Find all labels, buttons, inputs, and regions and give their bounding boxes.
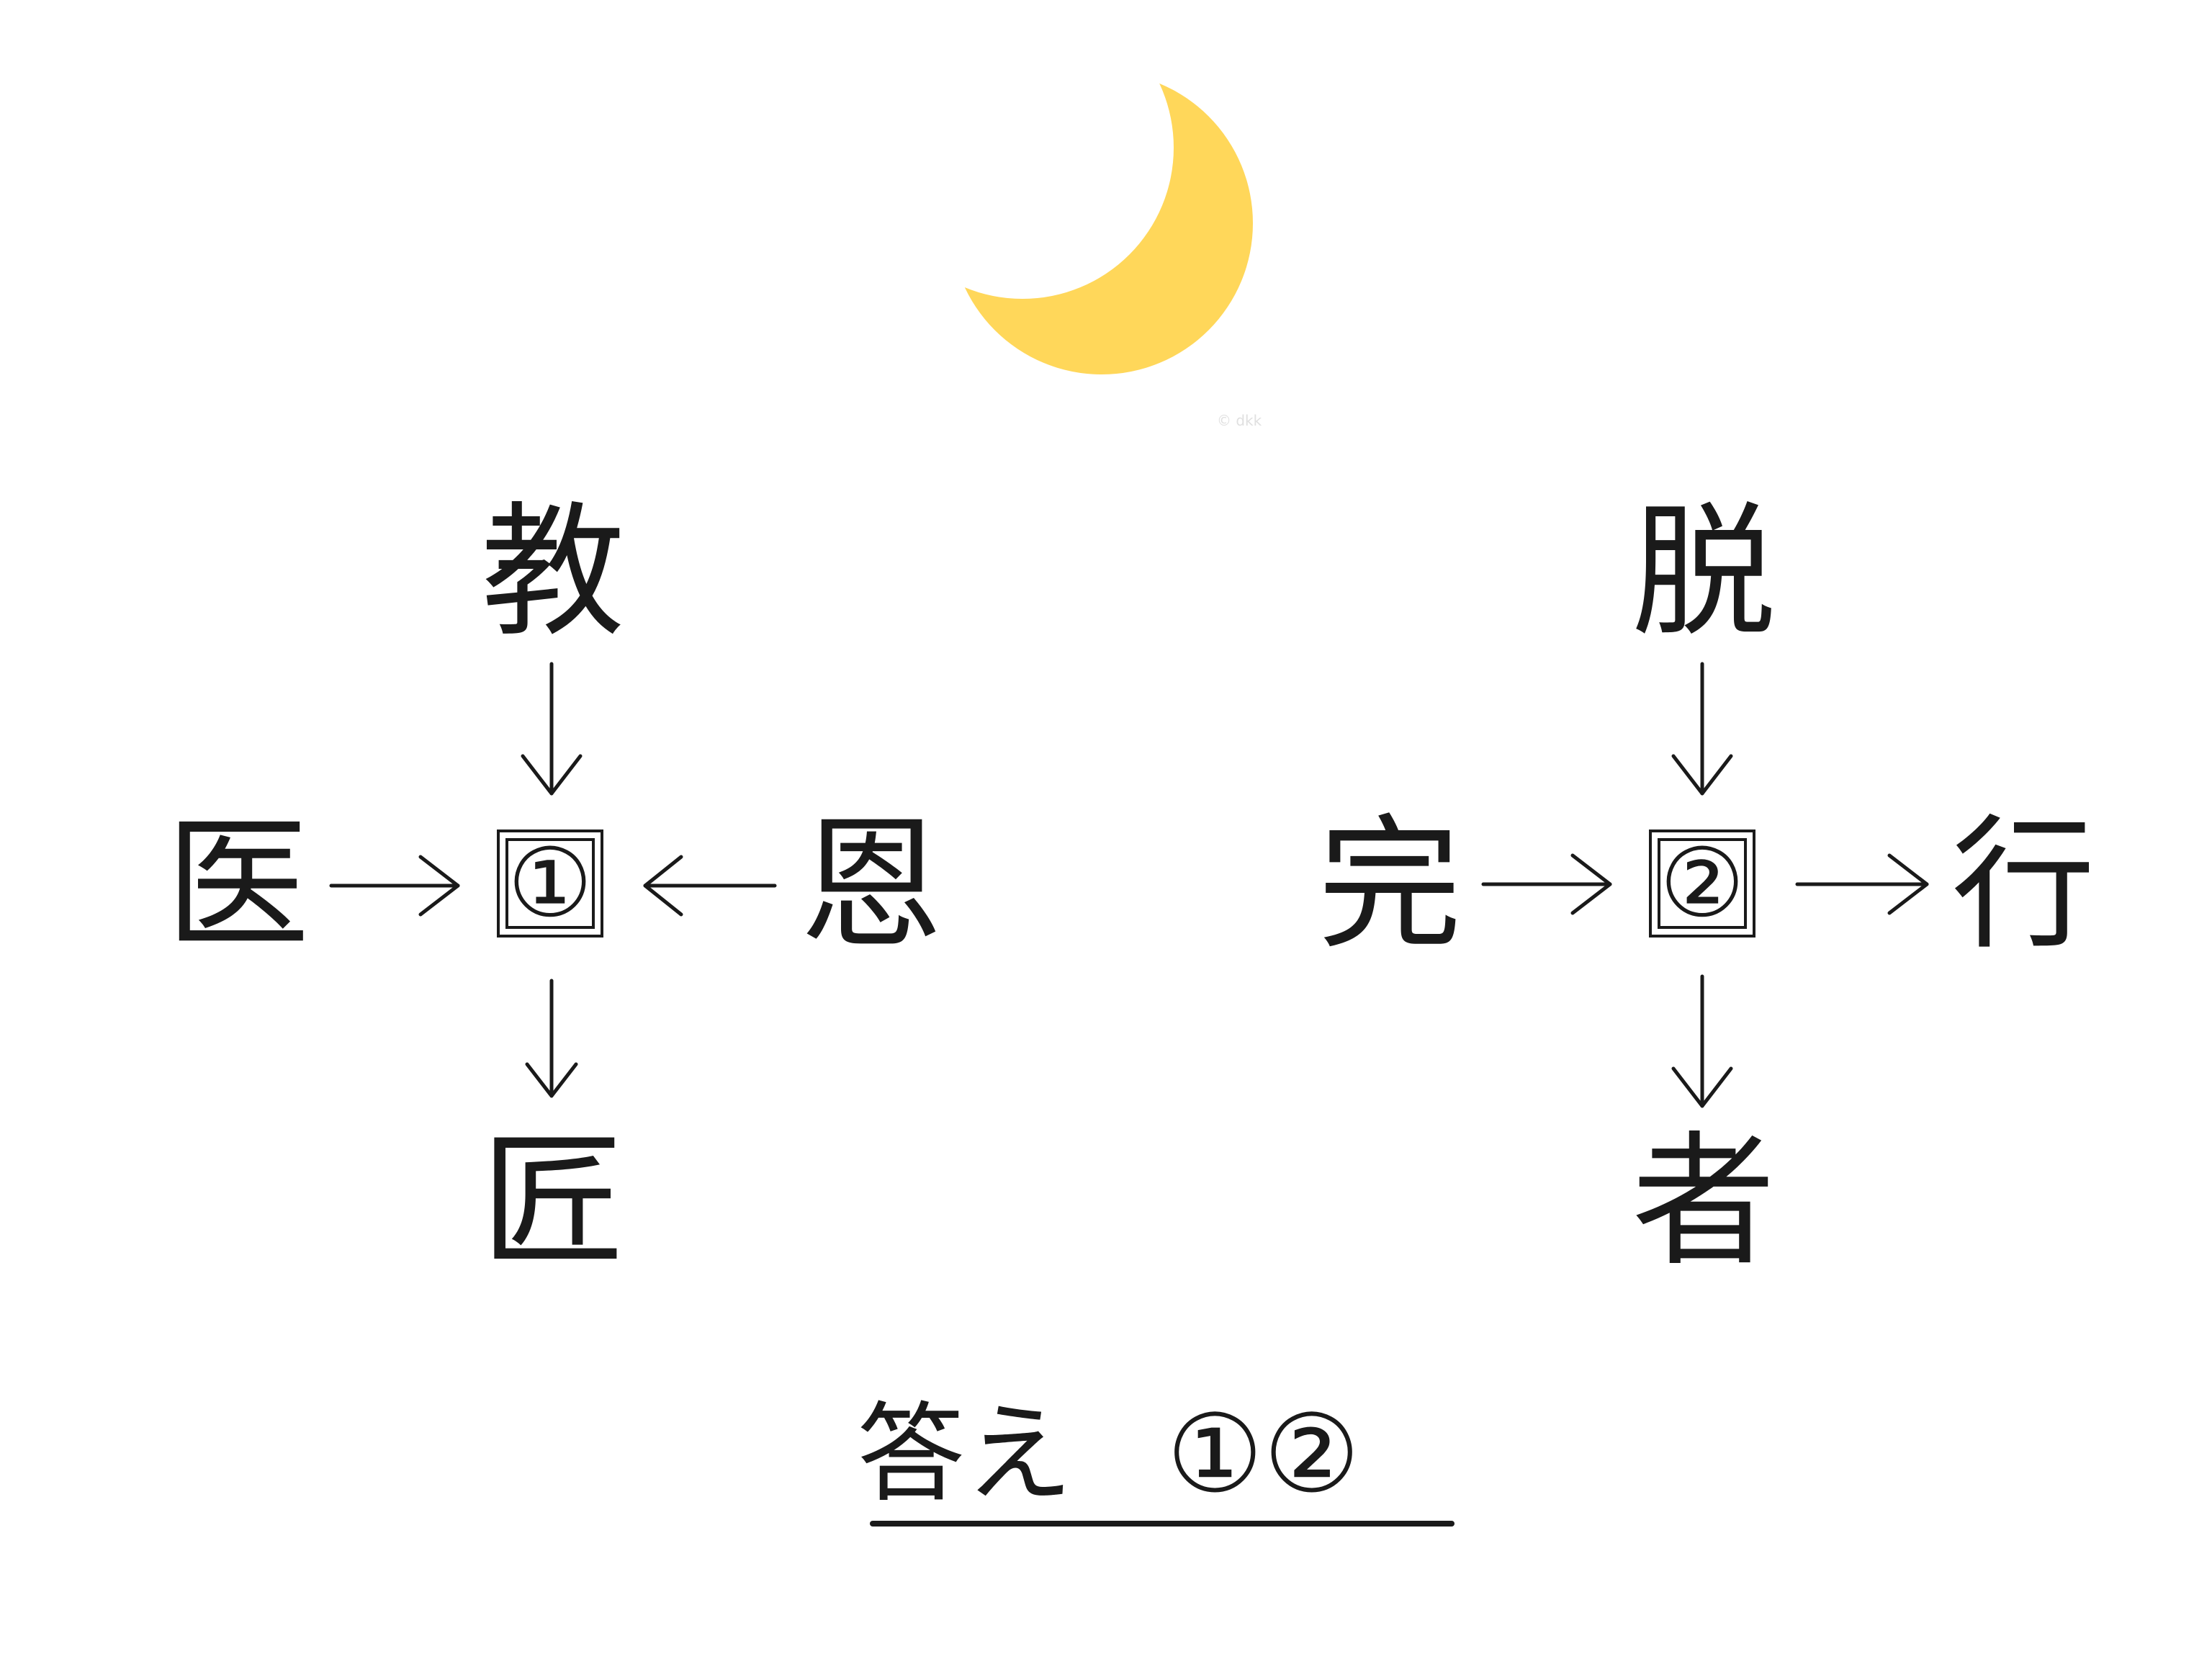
watermark: © dkk — [1217, 412, 1262, 429]
puzzle2-right-kanji: 行 — [1951, 801, 2095, 969]
puzzle2-blank-box: ② — [1649, 830, 1755, 938]
puzzle2-top-kanji: 脱 — [1631, 489, 1776, 657]
puzzle1-arrow-down — [525, 979, 578, 1098]
puzzle2-left-kanji: 完 — [1317, 801, 1462, 969]
puzzle2-arrow-left-right — [1481, 853, 1612, 915]
answer-underline — [870, 1521, 1455, 1527]
puzzle1-arrow-right-left — [643, 855, 777, 917]
puzzle2-arrow-top-down — [1671, 662, 1733, 796]
answer-line: 答え ①② — [857, 1390, 1455, 1519]
puzzle1-arrow-top-down — [521, 662, 583, 796]
puzzle1-blank-box: ① — [497, 830, 603, 938]
puzzle1-top-kanji: 教 — [480, 489, 625, 657]
puzzle1-left-kanji: 医 — [165, 801, 310, 969]
puzzle2-bottom-kanji: 者 — [1631, 1118, 1776, 1286]
puzzle1-right-kanji: 恩 — [799, 801, 943, 969]
puzzle2-arrow-right-out — [1795, 853, 1929, 915]
answer-label: 答え — [857, 1392, 1074, 1517]
puzzle1-arrow-left-right — [329, 855, 460, 917]
crescent-moon-icon — [950, 79, 1253, 374]
puzzle1-bottom-kanji: 匠 — [480, 1118, 625, 1286]
answer-value: ①② — [1166, 1392, 1360, 1517]
puzzle2-arrow-down — [1671, 974, 1733, 1108]
